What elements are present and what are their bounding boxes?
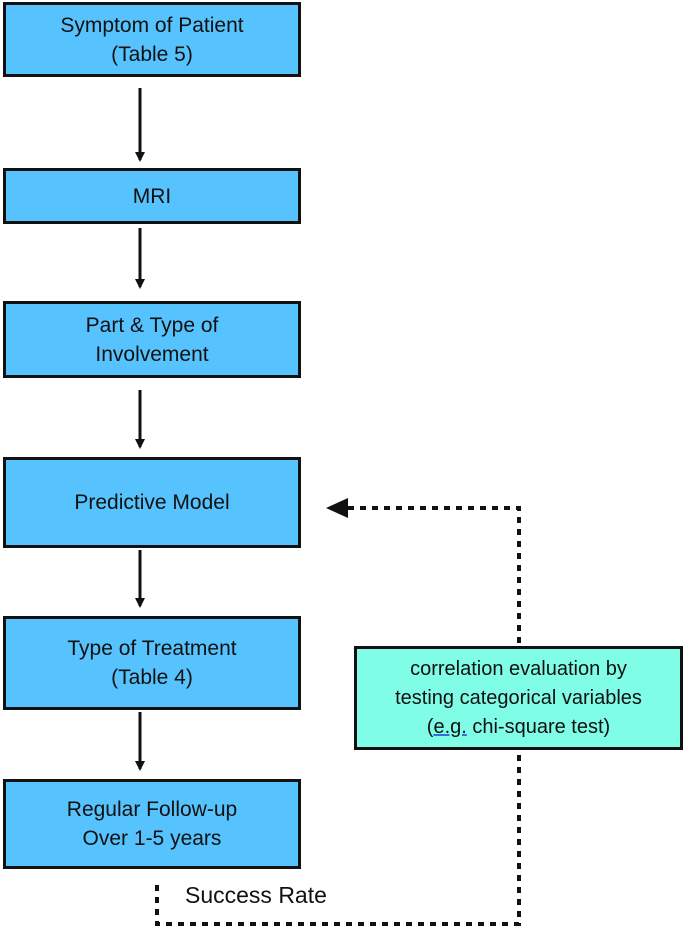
correlation-note-line2: testing categorical variables [395,686,642,709]
followup-box-line2: Over 1-5 years [82,827,222,850]
predictive-model-box-label: Predictive Model [74,491,230,514]
note-rest-text: chi-square test) [466,715,611,738]
correlation-note-line3: (e.g. chi-square test) [427,713,610,742]
correlation-evaluation-box: correlation evaluation by testing catego… [354,646,683,750]
note-eg-text: e.g. [433,715,467,738]
part-type-box-line2: Involvement [95,342,209,366]
mri-box: MRI [3,168,301,224]
feedback-to-model-line [346,506,521,643]
followup-box-line1: Regular Follow-up [66,798,238,821]
feedback-loop-line [155,753,521,926]
success-rate-label: Success Rate [185,882,327,908]
part-type-box-line1: Part & Type of [85,313,219,337]
regular-follow-up-box: Regular Follow-up Over 1-5 years [3,779,301,869]
correlation-note-line1: correlation evaluation by [410,657,627,680]
treatment-box-line1: Type of Treatment [67,637,237,660]
part-type-box: Part & Type of Involvement [3,301,301,378]
type-of-treatment-box: Type of Treatment (Table 4) [3,616,301,710]
symptom-box-line2: (Table 5) [111,42,193,66]
feedback-arrowhead [326,498,348,518]
mri-box-label: MRI [132,184,172,208]
note-paren-open: ( [426,715,434,738]
symptom-box-line1: Symptom of Patient [60,13,244,37]
predictive-model-box: Predictive Model [3,457,301,548]
symptom-of-patient-box: Symptom of Patient (Table 5) [3,2,301,77]
treatment-box-line2: (Table 4) [111,666,193,689]
